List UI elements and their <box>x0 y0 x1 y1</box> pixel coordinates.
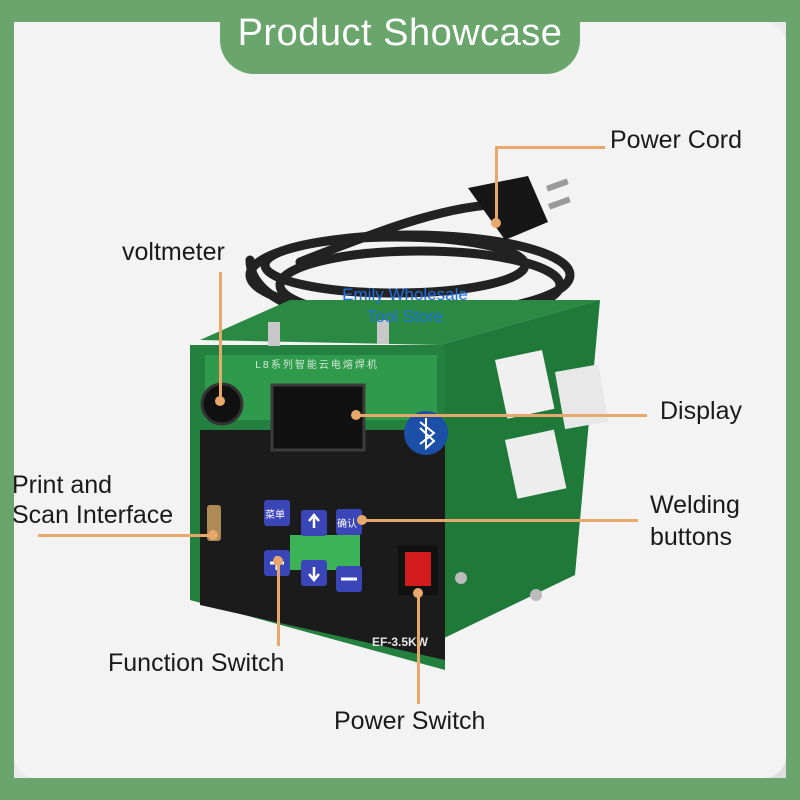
frame-bottom <box>0 778 800 800</box>
watermark-line2: Tool Store <box>366 307 444 326</box>
power-cord-dot <box>491 218 501 228</box>
frame-left <box>0 0 14 800</box>
menu-button-label: 菜单 <box>265 510 285 521</box>
welding-label-line2: buttons <box>650 523 733 551</box>
voltmeter-dot <box>215 396 225 406</box>
power-cord-leader-vertical <box>495 146 498 224</box>
function-switch-leader <box>277 560 280 646</box>
power-switch-leader <box>417 592 420 704</box>
watermark: Emily Wholesale Tool Store <box>300 284 510 328</box>
power-cord-label: Power Cord <box>610 126 742 154</box>
welding-leader <box>362 519 638 522</box>
title-banner <box>220 0 580 74</box>
print-scan-label-line1: Print and <box>12 471 113 499</box>
display-leader <box>355 414 647 417</box>
display-dot <box>351 410 361 420</box>
print-scan-dot <box>208 530 218 540</box>
function-switch-dot <box>273 556 283 566</box>
power-switch-label: Power Switch <box>334 707 486 735</box>
print-scan-leader <box>38 534 216 537</box>
power-switch-dot <box>413 588 423 598</box>
machine-panel-text: L8系列智能云电熔焊机 <box>255 360 379 371</box>
keypad-buttons <box>264 500 362 592</box>
display-label: Display <box>660 397 742 425</box>
function-switch-label: Function Switch <box>108 649 285 677</box>
voltmeter-label: voltmeter <box>122 238 225 266</box>
machine-model-text: EF-3.5KW <box>372 635 429 649</box>
power-plug <box>468 176 571 240</box>
print-scan-label-line2: Scan Interface <box>12 501 174 529</box>
power-cord-leader <box>495 146 605 149</box>
page-title: Product Showcase <box>237 12 563 54</box>
confirm-button-label: 确认 <box>337 519 357 530</box>
watermark-line1: Emily Wholesale <box>342 285 468 304</box>
frame-right <box>786 0 800 800</box>
welding-label-line1: Welding <box>650 491 740 519</box>
voltmeter-leader <box>219 272 222 400</box>
welding-dot <box>357 515 367 525</box>
